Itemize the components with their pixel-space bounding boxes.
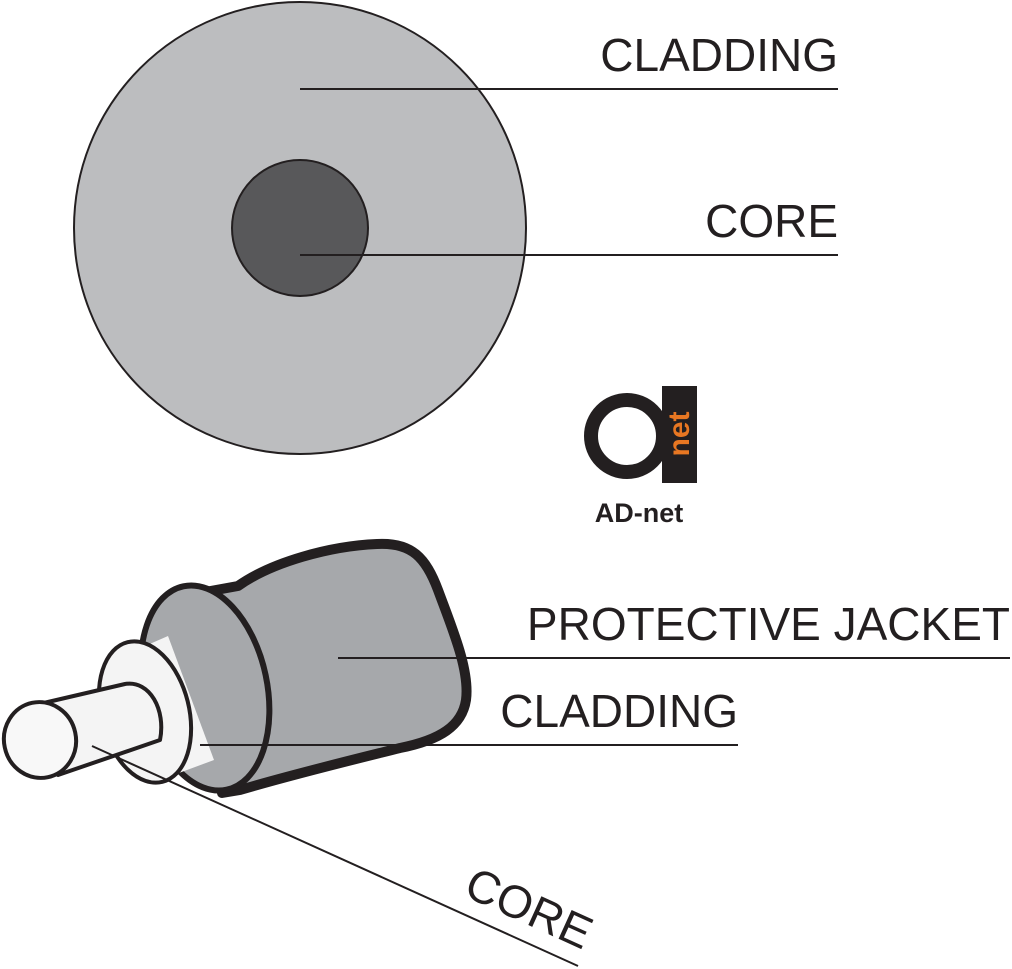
core-label: CORE bbox=[705, 195, 838, 247]
logo-ring bbox=[584, 393, 670, 479]
cable-cladding-label: CLADDING bbox=[500, 685, 738, 737]
ad-net-logo: net AD-net bbox=[584, 386, 697, 528]
logo-caption: AD-net bbox=[595, 498, 684, 528]
protective-jacket-label: PROTECTIVE JACKET bbox=[527, 598, 1010, 650]
cladding-label: CLADDING bbox=[600, 29, 838, 81]
cable-drawing: PROTECTIVE JACKET CLADDING CORE bbox=[1, 538, 1010, 967]
cross-section: CLADDING CORE bbox=[73, 1, 838, 455]
logo-bar bbox=[662, 386, 697, 483]
core-circle bbox=[231, 159, 369, 297]
core-end bbox=[1, 700, 79, 780]
logo-mark-text: net bbox=[663, 411, 696, 456]
core-leader-line-lower bbox=[91, 745, 579, 967]
